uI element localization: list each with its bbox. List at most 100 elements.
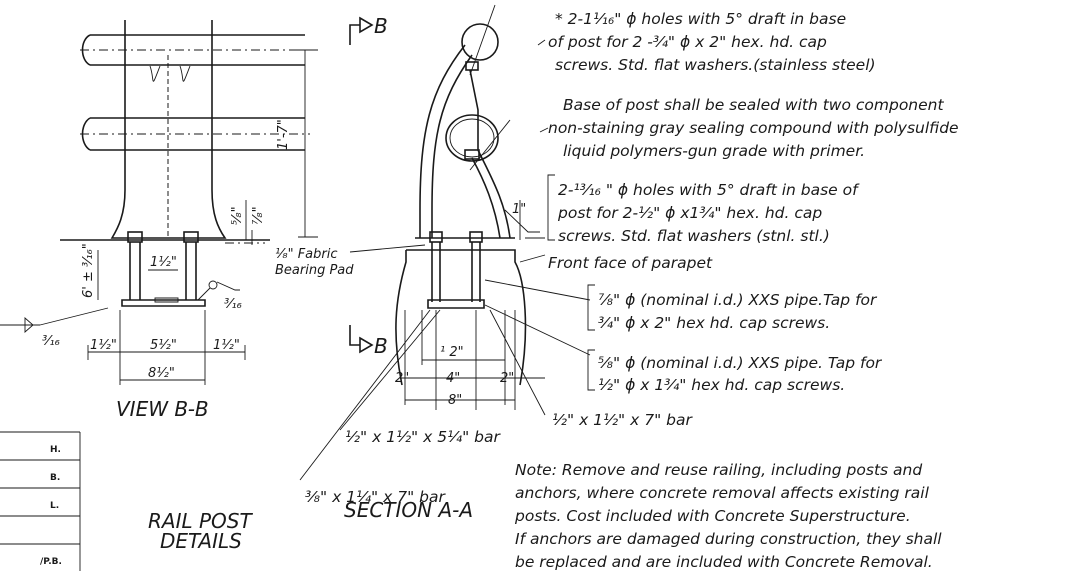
dim-height: 1'-7" [276,119,291,150]
note2-line1: Base of post shall be sealed with two co… [563,96,944,114]
post-bolt-ears [149,65,191,82]
mid-rail [90,117,305,151]
note1-line2: of post for 2 -³⁄₄" ϕ x 2" hex. hd. cap [548,33,827,51]
top-rail-section [461,23,499,61]
fabric-line1: ¹⁄₈" Fabric [275,247,338,262]
dim-small-lines [245,200,253,245]
note1-line3: screws. Std. flat washers.(stainless ste… [555,56,876,74]
view-bb-drawing [0,20,318,385]
note6-line1: ⁵⁄₈" ϕ (nominal i.d.) XXS pipe. Tap for [598,354,883,372]
sec-nut-left [429,231,443,243]
dim-five-eighths: ⁵⁄₈" [230,206,245,225]
note-hooks [537,39,549,133]
leader-fabric [349,244,426,253]
note3-line1: 2-¹³⁄₁₆ " ϕ holes with 5° draft in base … [558,181,860,199]
dim-mid-5half: 5¹⁄₂" [150,338,177,353]
main-note-line5: be replaced and are included with Concre… [515,553,933,571]
section-arrow-top [359,16,374,34]
dim-center-half: 1¹⁄₂" [150,255,177,270]
tb-row3: L. [50,501,59,511]
sec-dim-2a: 2" [395,371,409,386]
note3-line3: screws. Std. flat washers (stnl. stl.) [558,227,830,245]
bracket-note5 [587,284,595,331]
parapet-back [395,250,407,386]
sec-dim-half2: ¹ 2" [440,345,464,360]
weld-symbol-left [24,317,34,333]
rail-centerlines [80,49,310,135]
note5-line2: ³⁄₄" ϕ x 2" hex hd. cap screws. [598,314,830,332]
dim-six-line [92,239,104,300]
weld-316-b: ³⁄₁₆ [42,334,60,349]
dim-left-1half: 1¹⁄₂" [90,338,117,353]
tb-row4: /P.B. [40,557,62,567]
leaders-bars [299,309,441,481]
sec-dim-ext [404,310,516,410]
post-front-outer [471,157,501,239]
main-note-line1: Note: Remove and reuse railing, includin… [515,461,922,479]
section-mark-top-label: B [374,14,388,38]
sec-one-inch [519,200,545,240]
post-back-inner [431,54,473,238]
main-note-line4: If anchors are damaged during constructi… [515,530,942,548]
top-rail [90,34,305,66]
note8: ¹⁄₂" x 1¹⁄₂" x 5¹⁄₄" bar [345,428,501,446]
note5-line1: ⁷⁄₈" ϕ (nominal i.d.) XXS pipe.Tap for [598,291,878,309]
note2-line2: non-staining gray sealing compound with … [548,119,959,137]
anchor-nut-left [127,231,143,243]
leaders-pipes [484,279,591,416]
tb-row2: B. [50,473,60,483]
anchor-pipes [129,242,197,300]
tb-row1: H. [50,445,61,455]
dim-height-line [298,49,318,238]
anchor-nut-right [183,231,199,243]
dim-total-8half: 8¹⁄₂" [148,366,175,381]
sec-dim-2b: 2" [500,371,514,386]
dim-six-ft: 6' ± ³⁄₁₆" [81,243,96,298]
rail-post-line2: DETAILS [160,529,242,553]
note1-line1: * 2-1¹⁄₁₆" ϕ holes with 5° draft in base [555,10,846,28]
view-bb-label: VIEW B-B [116,397,209,421]
mid-rail-clamp [464,149,480,160]
mid-rail-section [445,114,499,162]
rail-leaders [469,4,511,171]
anchor-bar-slot [154,297,179,303]
sec-pipes [431,242,481,302]
main-note-line3: posts. Cost included with Concrete Super… [514,507,911,525]
weld-316-a: ³⁄₁₆ [224,297,242,312]
title-block-lines [0,431,81,571]
note3-line2: post for 2-¹⁄₂" ϕ x1³⁄₄" hex. hd. cap [557,204,822,222]
weld-leader [197,281,240,301]
post-back-outer [419,44,466,238]
section-arrow-bottom [359,336,374,354]
dim-right-1half: 1¹⁄₂" [213,338,240,353]
section-mark-top [349,24,360,45]
sec-nut-right [469,231,483,243]
note9: ³⁄₈" x 1¹⁄₄" x 7" bar [305,488,446,506]
bracket-note6 [587,349,595,391]
dim-bottom-lines [87,310,246,385]
sec-dim-4: 4" [446,371,460,386]
bracket-note3 [547,174,555,241]
leaders-mid [504,209,546,263]
parapet-front [406,249,527,386]
weld-bubble [208,280,218,290]
section-aa-drawing [299,4,591,481]
post-outline [110,20,227,239]
mid-rail-inner [449,118,495,158]
main-note-line2: anchors, where concrete removal affects … [515,484,930,502]
dim-seven-eighths: ⁷⁄₈" [251,206,266,225]
section-mark-bottom-label: B [374,334,388,358]
note6-line2: ¹⁄₂" ϕ x 1³⁄₄" hex hd. cap screws. [598,376,845,394]
weld-leader-left [0,307,109,326]
rail-post-line1: RAIL POST [148,509,253,533]
sec-dim-8: 8" [448,393,462,408]
sec-bar [427,299,485,309]
section-aa-label: SECTION A-A [344,498,473,522]
note2-line3: liquid polymers-gun grade with primer. [563,142,865,160]
fabric-line2: Bearing Pad [275,263,354,278]
note7: ¹⁄₂" x 1¹⁄₂" x 7" bar [552,411,693,429]
sec-dim-1: 1" [512,202,526,217]
note4: Front face of parapet [548,254,713,272]
section-mark-bottom [349,325,360,346]
